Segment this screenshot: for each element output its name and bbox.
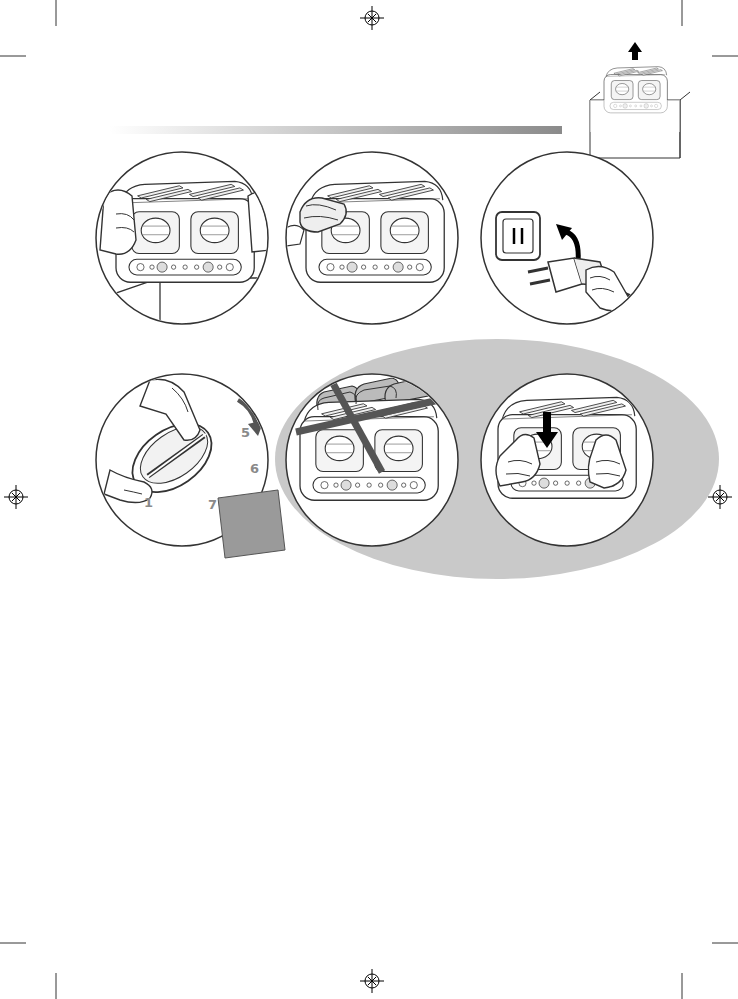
step-no-bread (286, 374, 458, 546)
dial-number: 7 (208, 498, 217, 511)
dial-number: 1 (144, 496, 153, 509)
step-lift-out (90, 99, 280, 330)
grey-group-background (275, 339, 719, 579)
unpack-icon (590, 42, 690, 158)
grey-square (218, 490, 285, 558)
step-push-levers (481, 374, 653, 546)
header-bar (110, 126, 562, 134)
step-wipe (286, 152, 458, 324)
step-plug-in (481, 152, 653, 324)
dial-number: 5 (241, 426, 250, 439)
registration-marks (4, 6, 732, 993)
dial-number: 6 (250, 462, 259, 475)
